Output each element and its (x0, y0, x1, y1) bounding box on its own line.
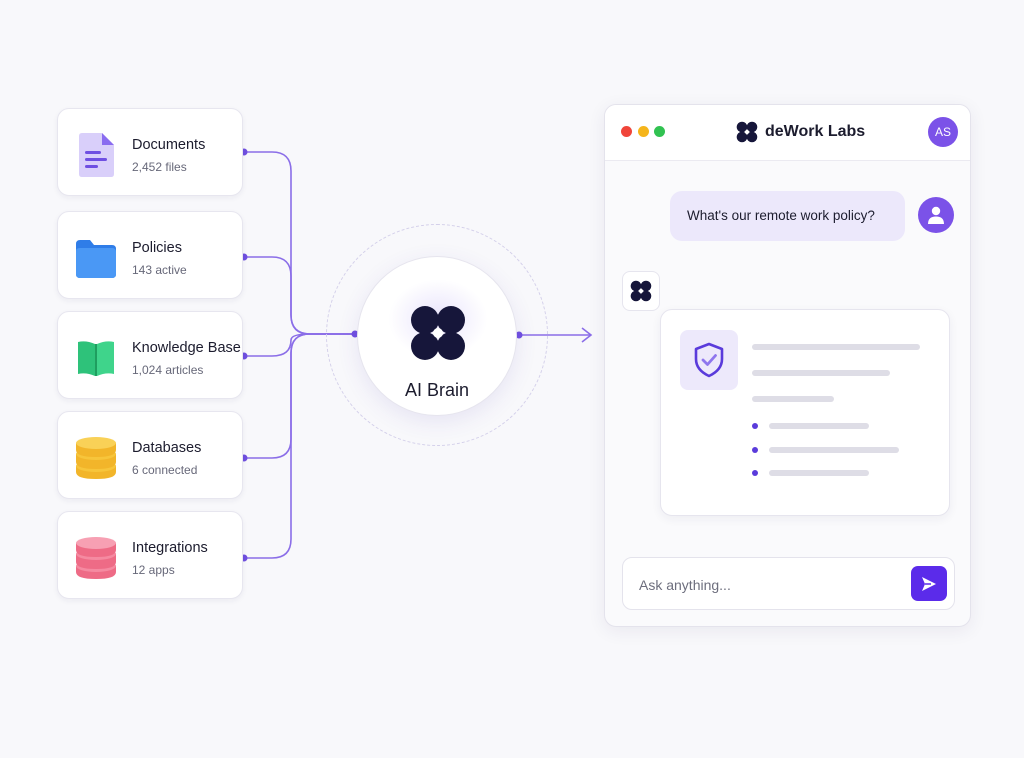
database-icon (76, 436, 116, 480)
chat-window: deWork Labs AS What's our remote work po… (604, 104, 971, 627)
skeleton-line (769, 470, 869, 476)
chat-input[interactable] (637, 572, 891, 598)
skeleton-line (752, 370, 890, 376)
user-avatar (918, 197, 954, 233)
chat-input-bar (622, 557, 955, 610)
brand-name: deWork Labs (765, 123, 866, 140)
skeleton-line (769, 423, 869, 429)
source-subtitle: 6 connected (132, 463, 198, 477)
source-title: Knowledge Base (132, 340, 241, 356)
skeleton-bullet (752, 470, 758, 476)
skeleton-line (769, 447, 899, 453)
user-icon (928, 206, 944, 224)
book-icon (76, 336, 116, 380)
user-message-bubble: What's our remote work policy? (670, 191, 905, 241)
source-subtitle: 143 active (132, 263, 187, 277)
account-avatar[interactable]: AS (928, 117, 958, 147)
source-subtitle: 2,452 files (132, 160, 187, 174)
shield-check-icon (694, 342, 724, 378)
send-icon (922, 577, 936, 591)
source-card-policies[interactable]: Policies 143 active (57, 211, 243, 299)
output-arrowhead (581, 327, 593, 343)
brand-logo-icon (736, 121, 758, 143)
source-card-documents[interactable]: Documents 2,452 files (57, 108, 243, 196)
source-title: Integrations (132, 540, 208, 556)
source-card-knowledge-base[interactable]: Knowledge Base 1,024 articles (57, 311, 243, 399)
source-card-databases[interactable]: Databases 6 connected (57, 411, 243, 499)
clover-logo-icon (409, 304, 467, 362)
folder-icon (76, 236, 116, 280)
source-title: Documents (132, 137, 206, 153)
source-subtitle: 1,024 articles (132, 363, 204, 377)
ai-brain-hub[interactable]: AI Brain (357, 256, 517, 416)
window-maximize-dot[interactable] (654, 126, 665, 137)
assistant-response-card (660, 309, 950, 516)
stack-icon (76, 536, 116, 580)
source-subtitle: 12 apps (132, 563, 175, 577)
hub-label: AI Brain (404, 380, 470, 400)
window-close-dot[interactable] (621, 126, 632, 137)
skeleton-bullet (752, 447, 758, 453)
assistant-avatar (622, 271, 660, 311)
source-title: Databases (132, 440, 202, 456)
skeleton-line (752, 344, 920, 350)
window-minimize-dot[interactable] (638, 126, 649, 137)
source-card-integrations[interactable]: Integrations 12 apps (57, 511, 243, 599)
shield-tile (680, 330, 738, 390)
skeleton-line (752, 396, 834, 402)
chat-header: deWork Labs AS (605, 105, 970, 161)
document-icon (76, 133, 116, 177)
source-title: Policies (132, 240, 182, 256)
send-button[interactable] (911, 566, 947, 601)
clover-logo-icon (630, 280, 652, 302)
skeleton-bullet (752, 423, 758, 429)
